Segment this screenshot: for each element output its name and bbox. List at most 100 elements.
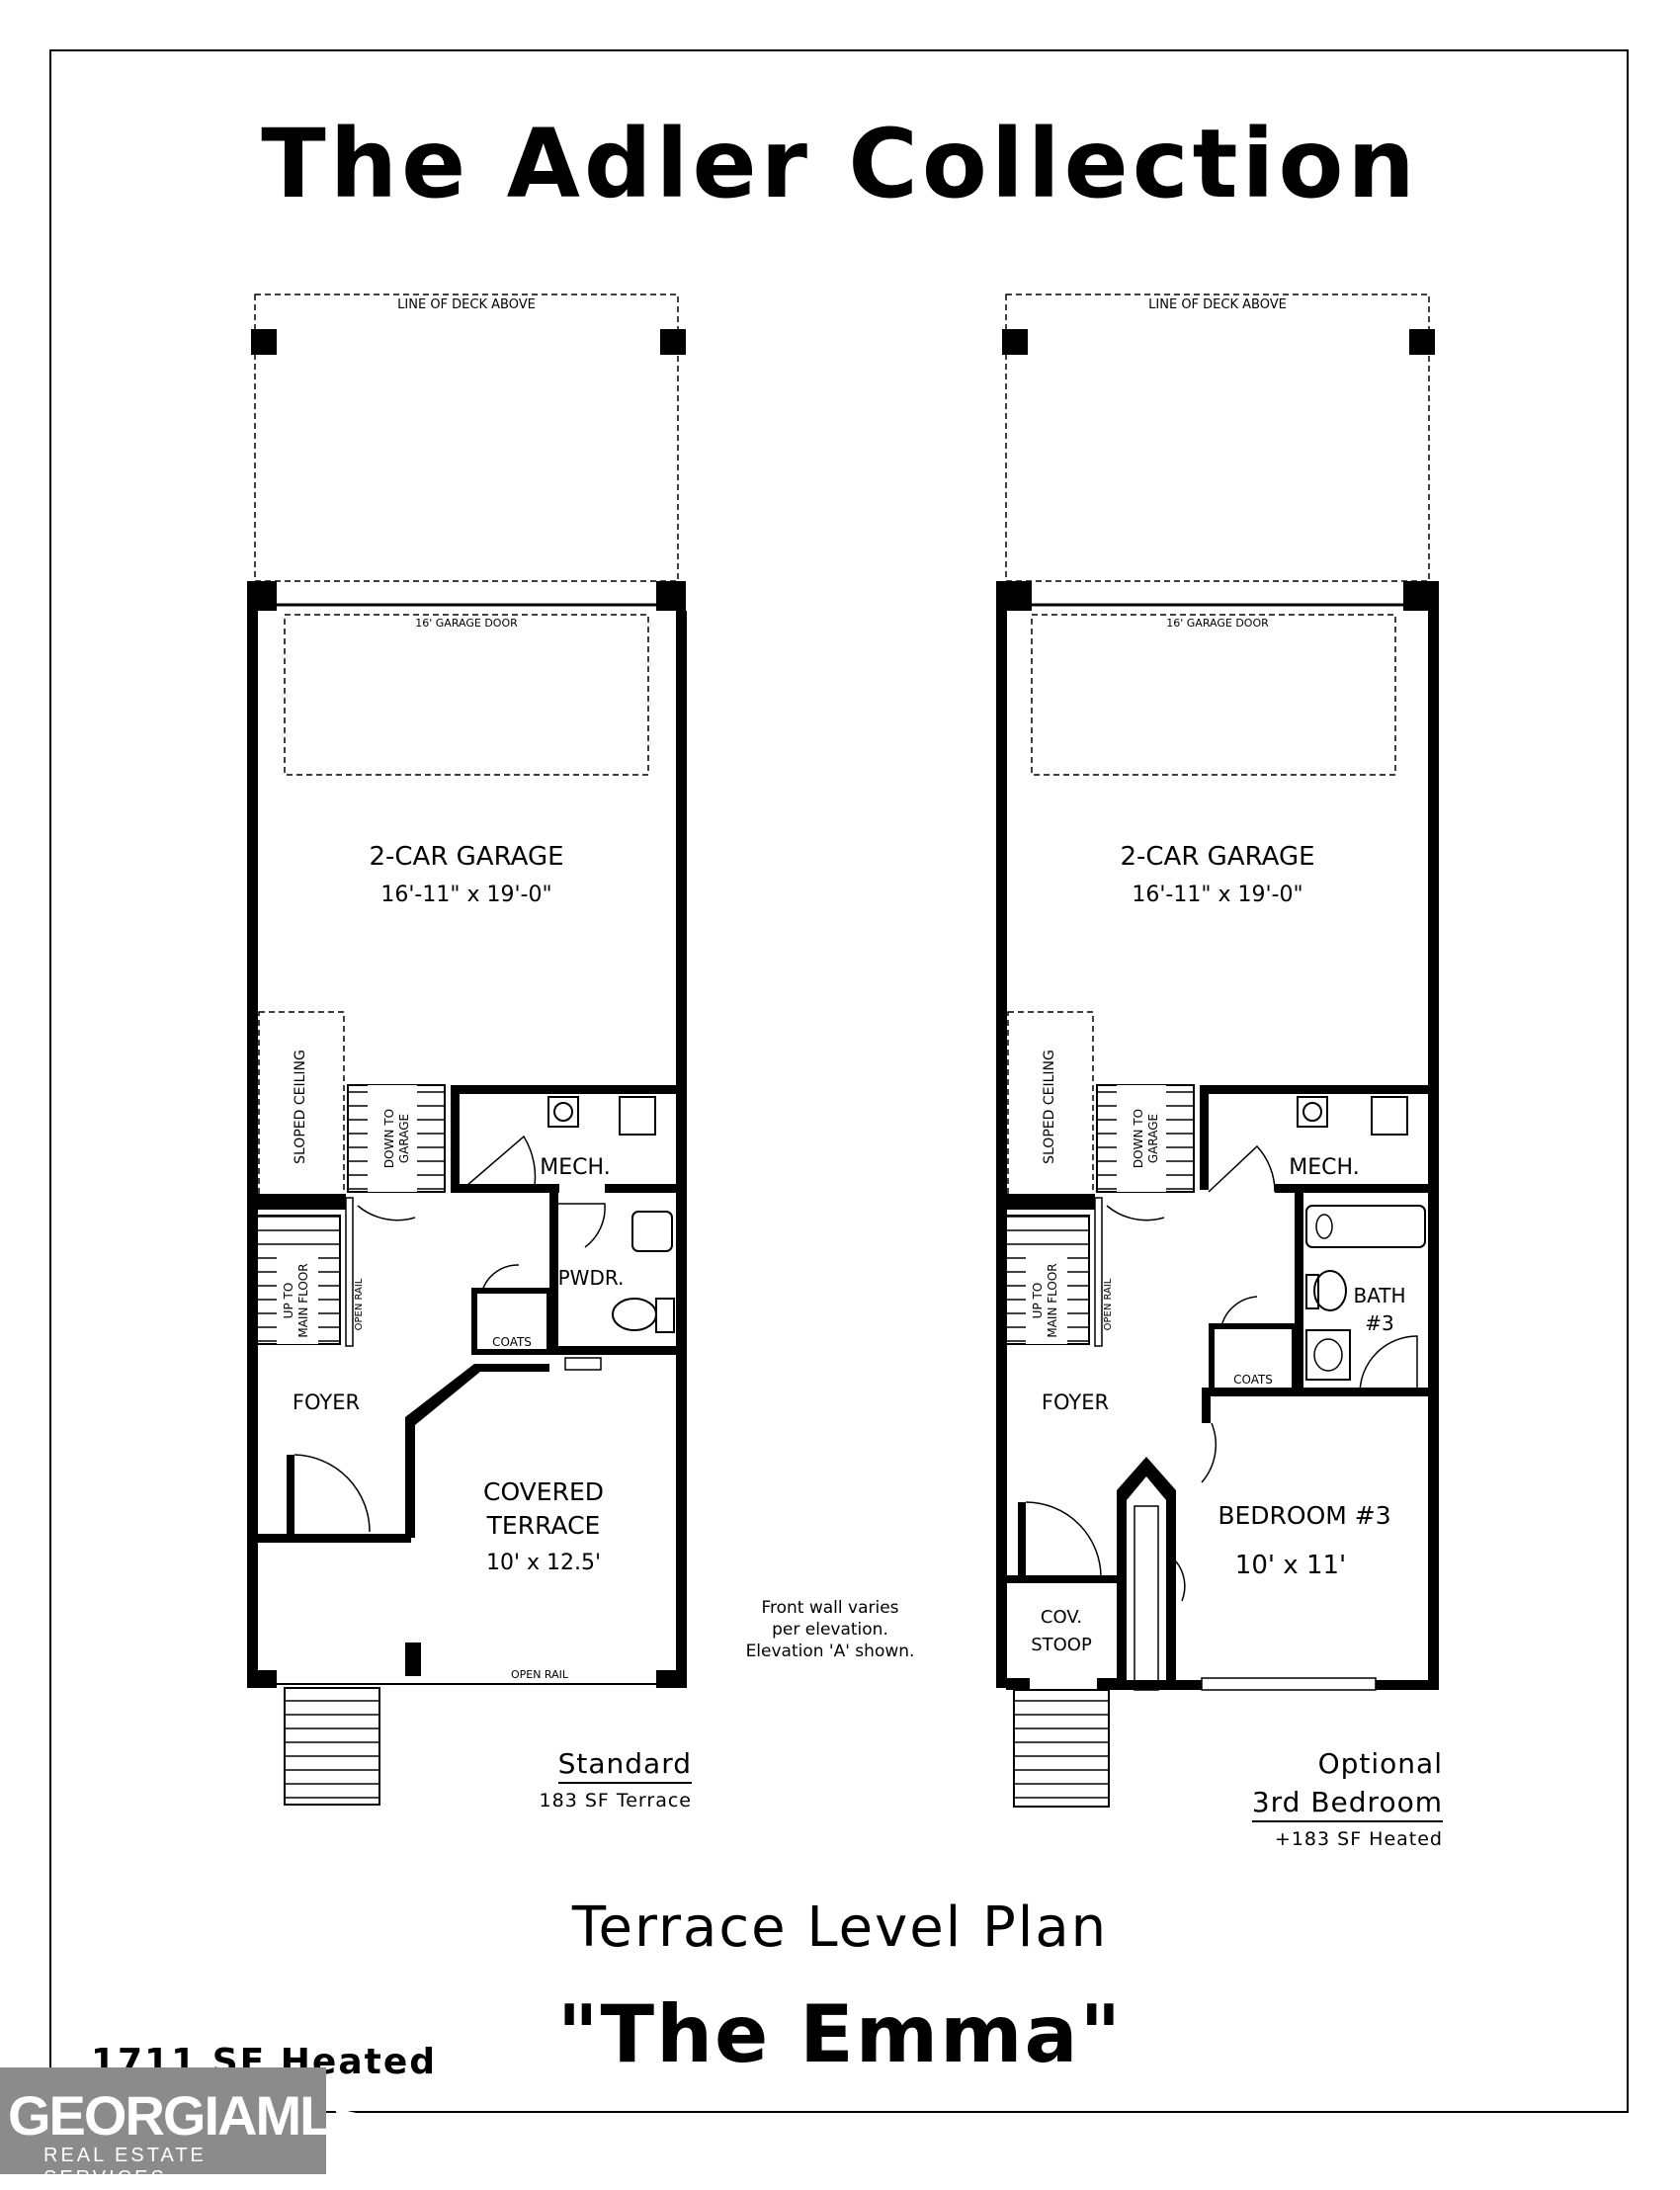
- collection-title: The Adler Collection: [261, 109, 1419, 219]
- standard-caption: Standard 183 SF Terrace: [435, 1747, 692, 1811]
- exterior-wall-right: [1428, 611, 1439, 1688]
- closet-rod: [1134, 1505, 1159, 1691]
- logo-tagline: REAL ESTATE SERVICES: [43, 2145, 207, 2189]
- optional-sub: +183 SF Heated: [1274, 1828, 1443, 1850]
- open-rail: [345, 1197, 354, 1347]
- deck-above-outline: [254, 294, 679, 582]
- sloped-ceiling-label: SLOPED CEILING: [1042, 1050, 1057, 1164]
- interior-wall: [1275, 1184, 1431, 1193]
- interior-wall: [247, 1194, 346, 1203]
- wall-corner: [247, 1670, 277, 1688]
- door-swing: [1025, 1501, 1102, 1578]
- exterior-wall-right: [676, 611, 687, 1688]
- sloped-ceiling-label: SLOPED CEILING: [293, 1050, 308, 1164]
- door-swing: [481, 1264, 520, 1292]
- toilet: [1313, 1270, 1347, 1311]
- column: [405, 1642, 421, 1676]
- standard-plan: LINE OF DECK ABOVE 16' GARAGE DOOR 2-CAR…: [247, 294, 687, 1806]
- interior-wall: [1210, 1388, 1429, 1396]
- interior-wall: [253, 1534, 411, 1543]
- interior-wall: [1295, 1192, 1303, 1395]
- interior-wall: [1200, 1085, 1209, 1190]
- deck-label: LINE OF DECK ABOVE: [397, 297, 536, 312]
- water-heater: [547, 1096, 579, 1128]
- stair-label-bg: [1026, 1255, 1067, 1344]
- interior-wall: [451, 1184, 559, 1193]
- door-jamb: [1018, 1502, 1026, 1577]
- toilet-tank: [1305, 1274, 1319, 1309]
- foyer-label: FOYER: [1042, 1390, 1109, 1414]
- entry-steps: [1013, 1689, 1110, 1808]
- coat-closet: [471, 1288, 552, 1355]
- deck-post: [251, 329, 277, 355]
- garage-size: 16'-11" x 19'-0": [380, 883, 551, 907]
- note-line: per elevation.: [772, 1620, 888, 1640]
- coats-label: COATS: [1233, 1373, 1273, 1387]
- door-jamb: [287, 1455, 294, 1536]
- interior-wall: [1200, 1085, 1431, 1094]
- optional-title: 3rd Bedroom: [1251, 1786, 1443, 1822]
- water-heater-tank: [1302, 1102, 1322, 1122]
- interior-wall: [451, 1085, 460, 1190]
- interior-wall: [247, 1201, 346, 1210]
- garage-door-overhead: [1031, 614, 1396, 776]
- optional-title: Optional: [1317, 1747, 1443, 1780]
- coats-label: COATS: [492, 1335, 532, 1349]
- bedroom-size: 10' x 11': [1235, 1551, 1346, 1580]
- wall-corner: [1006, 1678, 1030, 1690]
- deck-above-outline: [1005, 294, 1430, 582]
- bath-label: #3: [1365, 1311, 1393, 1335]
- wall-corner: [996, 581, 1032, 611]
- garage-door-label: 16' GARAGE DOOR: [415, 617, 518, 630]
- note-line: Front wall varies: [761, 1598, 899, 1618]
- open-rail: [1094, 1197, 1103, 1347]
- interior-wall: [605, 1184, 680, 1193]
- window: [564, 1357, 602, 1371]
- open-rail-label: OPEN RAIL: [1103, 1278, 1114, 1330]
- garage-name: 2-CAR GARAGE: [1120, 842, 1314, 872]
- stoop-label: COV.: [1041, 1607, 1082, 1628]
- water-heater-tank: [553, 1102, 573, 1122]
- standard-sub: 183 SF Terrace: [539, 1790, 692, 1811]
- entry-steps: [284, 1687, 380, 1806]
- deck-post: [1002, 329, 1028, 355]
- pwdr-label: PWDR.: [558, 1266, 625, 1290]
- mech-label: MECH.: [1289, 1155, 1359, 1180]
- stair-label-bg: [368, 1085, 417, 1192]
- exterior-wall-left: [247, 611, 258, 1688]
- door-swing: [1208, 1144, 1276, 1193]
- georgia-mls-logo: GEORGIAMLS REAL ESTATE SERVICES: [0, 2067, 369, 2189]
- wall-corner: [1097, 1678, 1121, 1690]
- exterior-wall-left: [996, 611, 1007, 1688]
- down-stair-label: DOWN TO: [382, 1109, 396, 1168]
- garage-door-overhead: [284, 614, 649, 776]
- door-swing: [459, 1135, 537, 1193]
- interior-wall: [996, 1201, 1095, 1210]
- door-swing: [1359, 1335, 1418, 1394]
- door-swing: [1201, 1422, 1218, 1483]
- down-stair-label: DOWN TO: [1132, 1109, 1145, 1168]
- furnace: [1371, 1096, 1408, 1136]
- window: [1201, 1677, 1377, 1691]
- sink: [631, 1211, 673, 1252]
- mech-label: MECH.: [540, 1155, 610, 1180]
- bottom-rail-label: OPEN RAIL: [511, 1668, 569, 1681]
- wall-corner: [656, 581, 686, 611]
- tub-drain: [1315, 1214, 1333, 1239]
- door-swing: [357, 1205, 416, 1221]
- door-swing: [1220, 1296, 1258, 1327]
- door-swing: [1106, 1205, 1165, 1221]
- standard-title: Standard: [557, 1747, 692, 1784]
- sink: [1305, 1329, 1351, 1381]
- up-stair-label: MAIN FLOOR: [1046, 1263, 1059, 1337]
- up-stair-label: UP TO: [1031, 1283, 1045, 1319]
- interior-wall: [1202, 1388, 1211, 1423]
- stair-label-bg: [1117, 1085, 1166, 1192]
- deck-post: [1409, 329, 1435, 355]
- terrace-label: COVERED: [483, 1477, 604, 1506]
- closet-wall: [1117, 1457, 1176, 1690]
- up-stair-label: MAIN FLOOR: [296, 1263, 310, 1337]
- coat-closet: [1209, 1323, 1298, 1396]
- deck-label: LINE OF DECK ABOVE: [1148, 297, 1287, 312]
